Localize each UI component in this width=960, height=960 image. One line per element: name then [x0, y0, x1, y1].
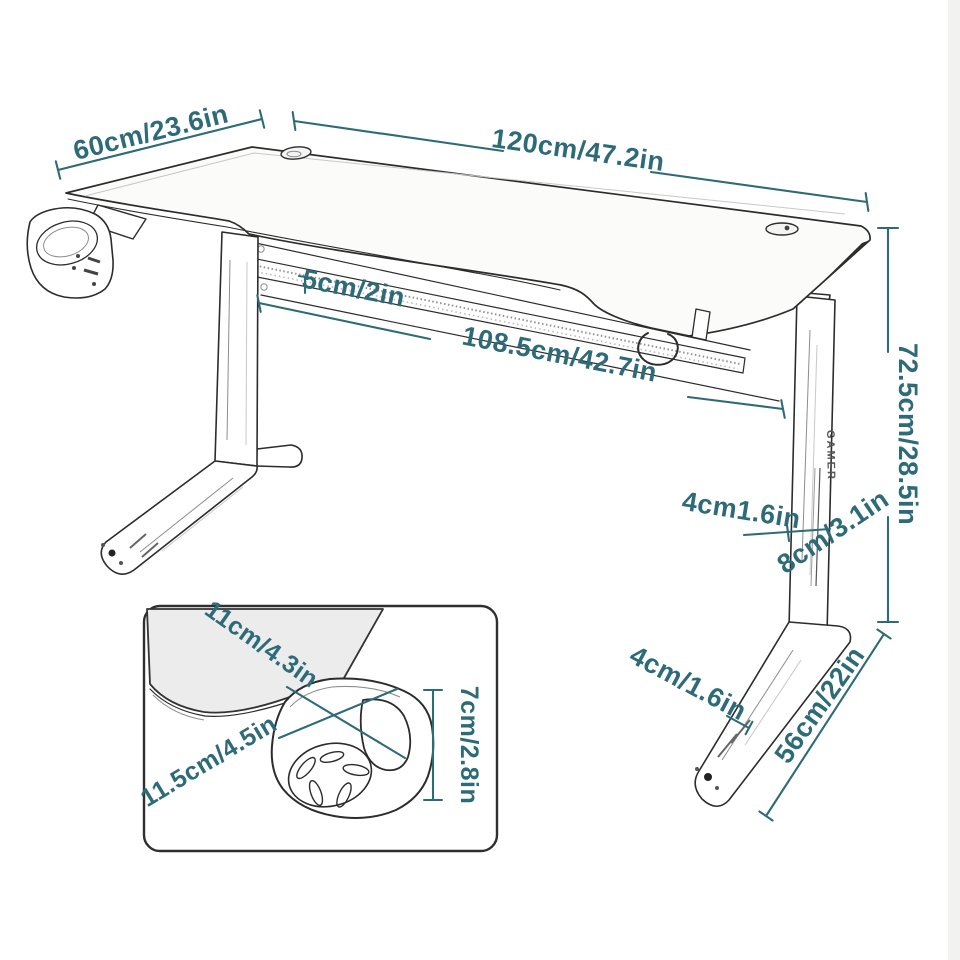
desktop-front-thickness: [67, 198, 561, 291]
label-leg-column-width: 4cm1.6in: [680, 486, 803, 534]
screw-hole: [257, 245, 265, 253]
desktop: [65, 146, 871, 337]
dim-foot-height: 4cm/1.6in: [625, 640, 754, 736]
foot-pad-dot: [704, 773, 712, 781]
cup-holder: [26, 204, 147, 299]
left-foot-stub: [255, 444, 303, 468]
inset-cup-holder: [270, 677, 435, 819]
leg-brand-logo: GAMER: [824, 430, 837, 481]
screw-hole: [260, 283, 268, 291]
headphone-hook: [637, 308, 711, 366]
desktop-right-bevel: [793, 240, 870, 309]
desktop-surface: [65, 146, 871, 337]
left-foot: [100, 460, 258, 575]
right-leg: GAMER: [694, 290, 852, 808]
scan-edge-band: [948, 0, 960, 960]
cupholder-inset: 11cm/4.3in 11.5cm/4.5in 7cm/2.8in: [136, 595, 499, 853]
left-leg-column: [214, 231, 259, 467]
dim-crossbar-height: 5cm/2in: [297, 264, 408, 313]
grommet-hole-right: [765, 222, 799, 236]
label-desk-depth: 60cm/23.6in: [70, 99, 231, 166]
cup-holder-body: [26, 206, 114, 299]
right-foot: [694, 621, 852, 808]
label-desk-height: 72.5cm/28.5in: [893, 343, 923, 525]
hook-clamp: [691, 308, 711, 341]
label-foot-height: 4cm/1.6in: [625, 640, 752, 726]
label-crossbar-height: 5cm/2in: [300, 264, 408, 313]
hook-curve: [637, 332, 679, 366]
label-cupholder-height: 7cm/2.8in: [455, 686, 483, 804]
label-desk-width: 120cm/47.2in: [490, 123, 667, 177]
left-leg: [100, 231, 303, 575]
frame-bottom-rail: [260, 294, 780, 402]
dim-desk-height: 72.5cm/28.5in: [876, 226, 923, 624]
desk-line-art: GAMER: [26, 146, 871, 808]
foot-pad-dot: [108, 549, 116, 557]
